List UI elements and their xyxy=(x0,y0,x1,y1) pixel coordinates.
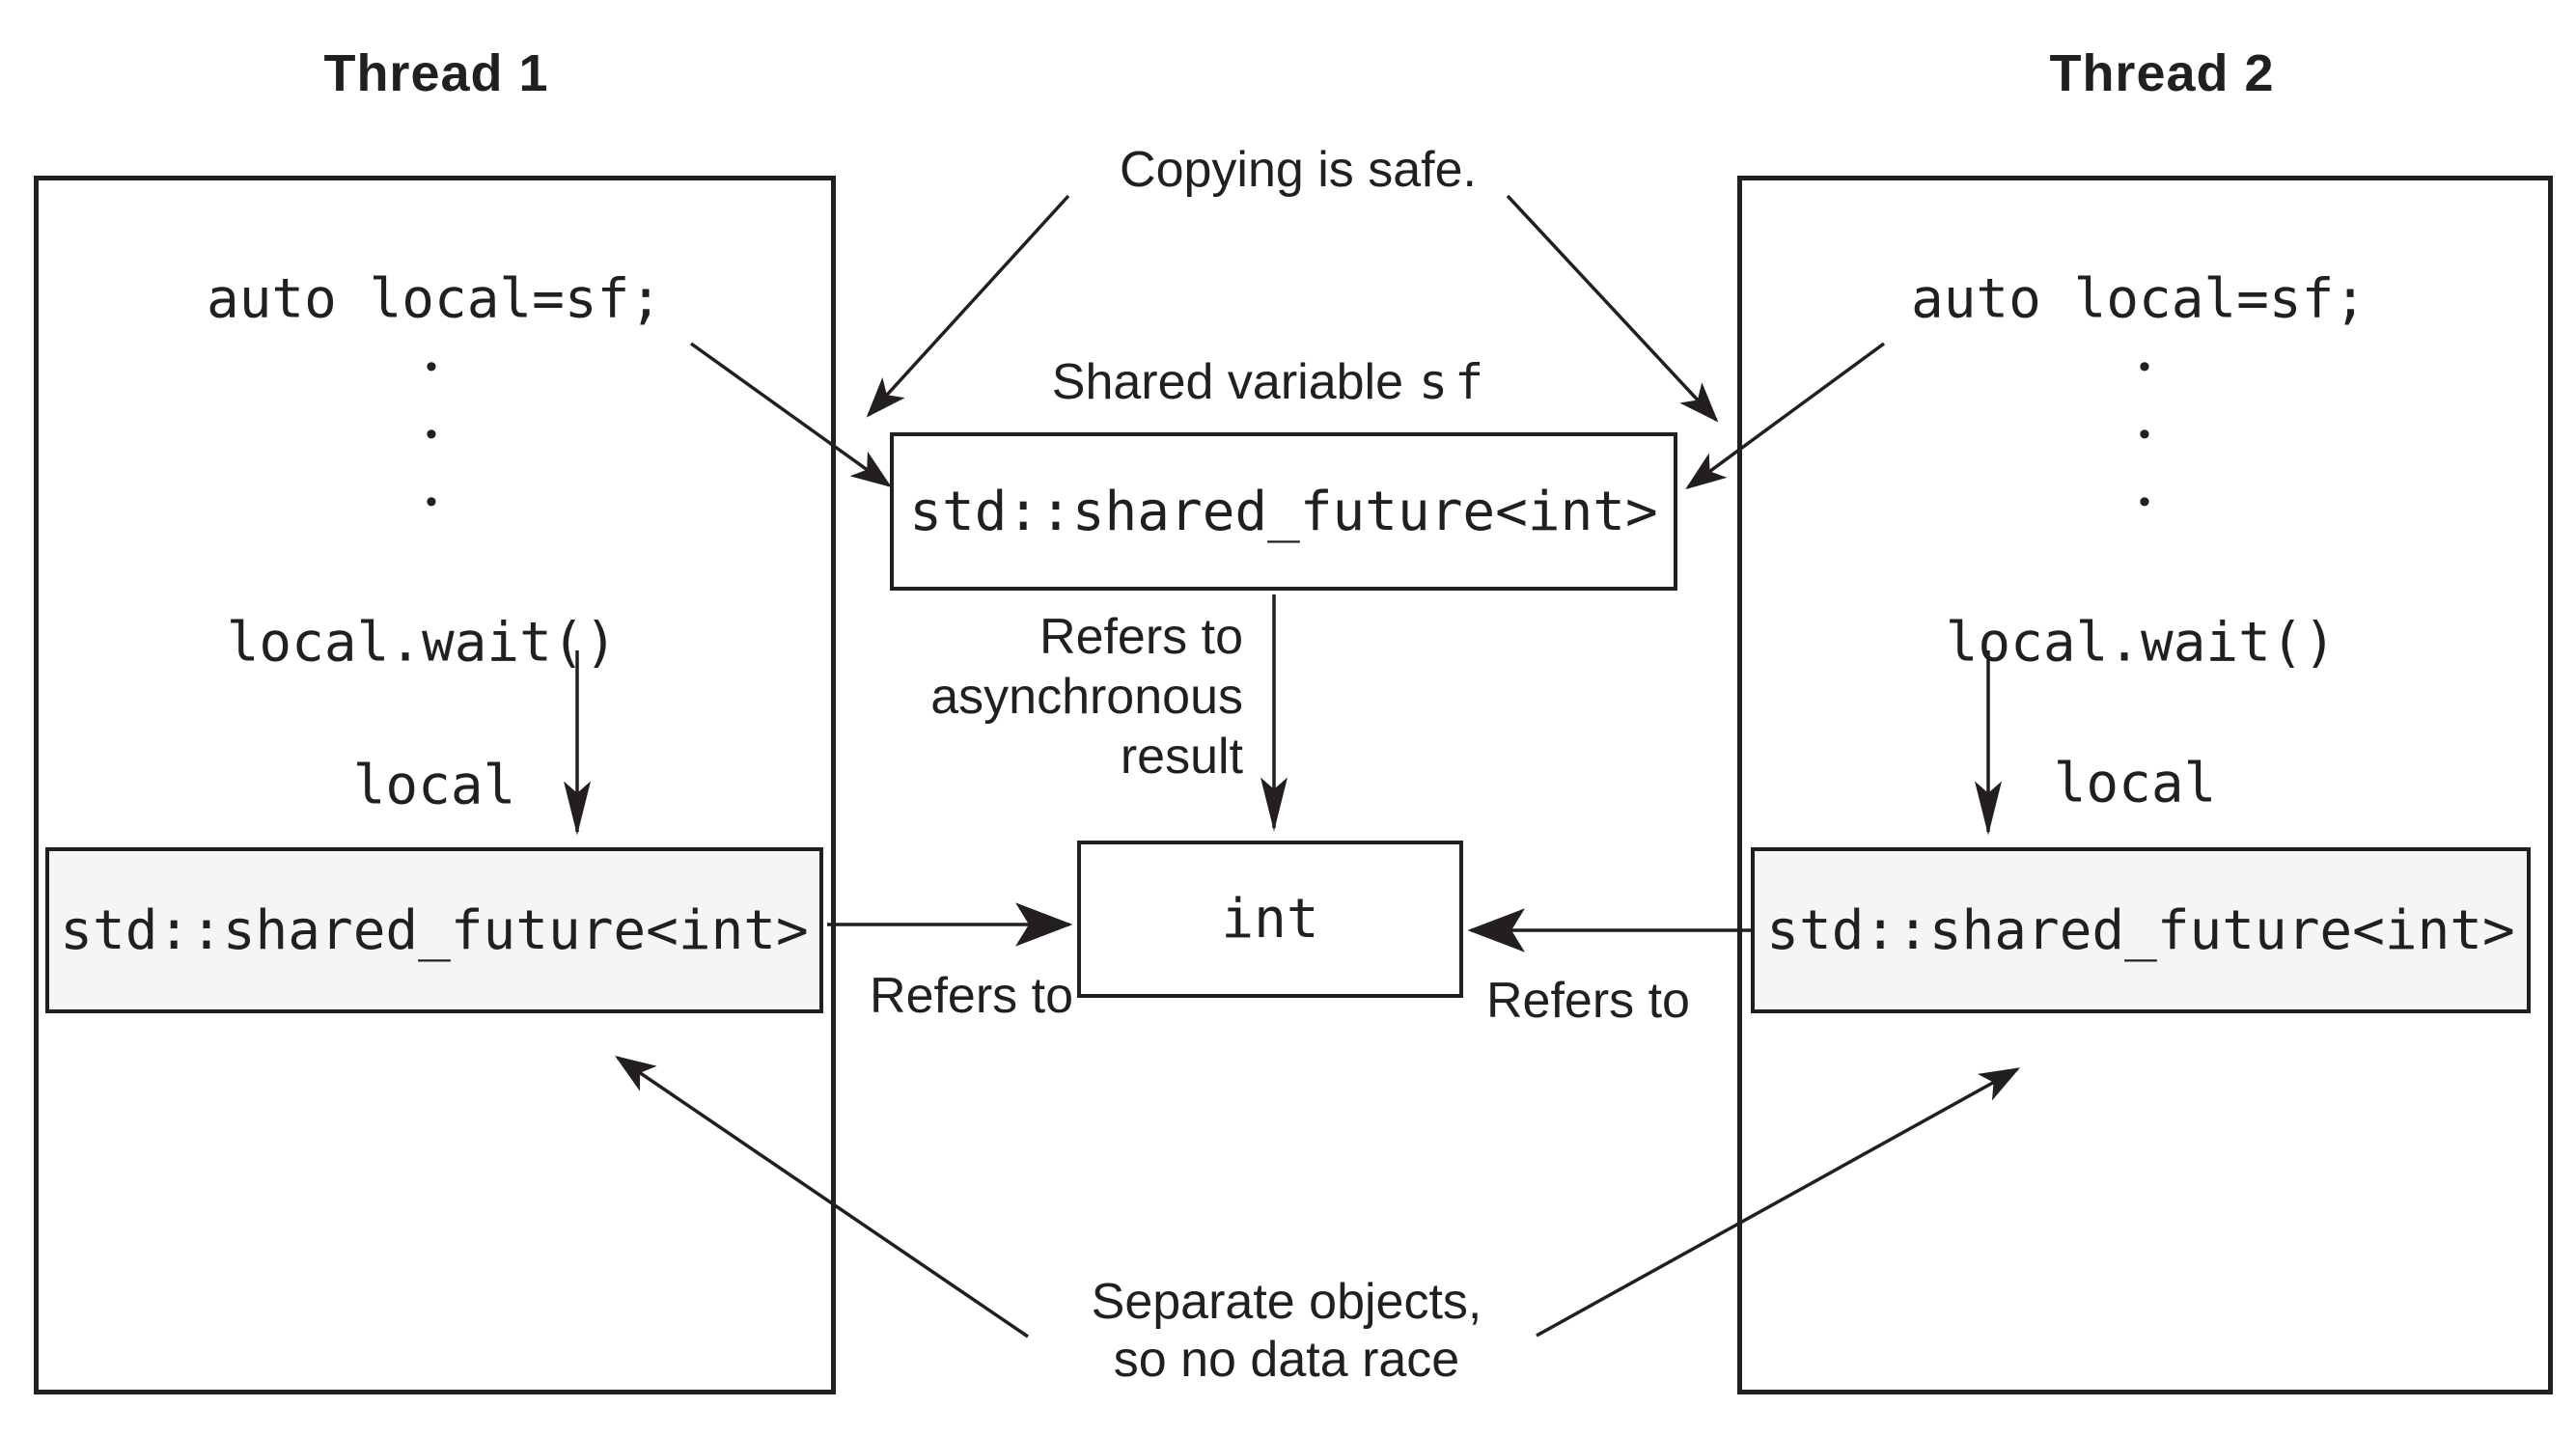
refers-to-left-label: Refers to xyxy=(870,968,1073,1024)
refers-to-right-label: Refers to xyxy=(1486,973,1690,1029)
thread1-ellipsis-dots: • • • xyxy=(426,348,437,520)
arrow-copying-to-right xyxy=(1506,194,1719,423)
thread1-code-copy: auto local=sf; xyxy=(206,267,663,331)
thread2-future-code: std::shared_future<int> xyxy=(1766,898,2515,962)
thread1-future-box: std::shared_future<int> xyxy=(45,847,823,1013)
thread2-code-copy: auto local=sf; xyxy=(1910,267,2368,331)
thread1-future-code: std::shared_future<int> xyxy=(60,898,809,962)
separate-objects-note: Separate objects, so no data race xyxy=(1091,1274,1482,1388)
thread2-box xyxy=(1737,176,2553,1394)
thread1-box xyxy=(34,176,836,1394)
thread1-title: Thread 1 xyxy=(323,44,549,102)
refers-to-async-label: Refers to asynchronous result xyxy=(930,609,1243,785)
thread2-local-label: local xyxy=(2053,752,2217,815)
shared-variable-code: std::shared_future<int> xyxy=(909,480,1658,543)
thread2-code-wait: local.wait() xyxy=(1945,611,2337,675)
thread2-title: Thread 2 xyxy=(2049,44,2275,102)
shared-variable-label: Shared variable sf xyxy=(1052,353,1490,411)
shared-variable-name: sf xyxy=(1419,354,1491,410)
int-box-code: int xyxy=(1221,888,1319,951)
copying-note: Copying is safe. xyxy=(1120,142,1477,198)
thread1-code-wait: local.wait() xyxy=(226,611,618,675)
shared-variable-box: std::shared_future<int> xyxy=(890,432,1677,591)
thread2-ellipsis-dots: • • • xyxy=(2139,348,2150,520)
thread1-local-label: local xyxy=(352,754,516,817)
int-box: int xyxy=(1077,841,1463,998)
shared-variable-prefix: Shared variable xyxy=(1051,354,1404,410)
thread2-future-box: std::shared_future<int> xyxy=(1751,847,2531,1013)
arrow-copying-to-left xyxy=(866,194,1070,418)
